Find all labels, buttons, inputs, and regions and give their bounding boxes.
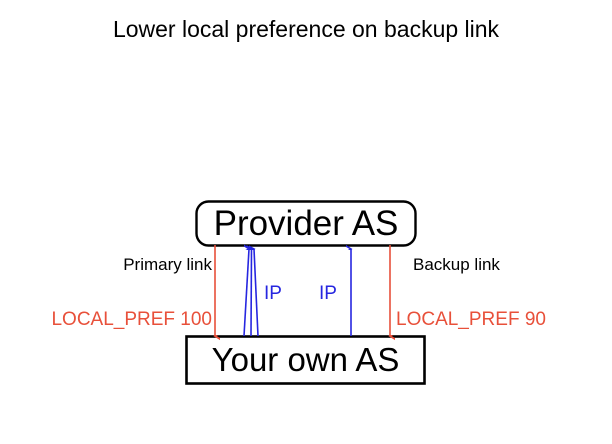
primary-ip-arrow-1 (243, 249, 249, 337)
backup-ip-traffic-label: IP (319, 283, 337, 304)
provider-as-box (195, 200, 417, 247)
primary-ip-traffic-label: IP (264, 283, 282, 304)
primary-ip-arrow-2 (251, 249, 252, 337)
primary-local-pref-label: LOCAL_PREF 100 (51, 309, 212, 330)
backup-local-pref-label: LOCAL_PREF 90 (396, 309, 546, 330)
your-own-as-box (185, 335, 426, 385)
primary-link-label: Primary link (123, 255, 212, 274)
primary-ip-arrow-3 (254, 249, 259, 337)
backup-link-label: Backup link (413, 255, 500, 274)
page-title: Lower local preference on backup link (112, 16, 500, 42)
your-own-as-label: Your own AS (211, 341, 400, 378)
provider-as-label: Provider AS (213, 204, 399, 243)
